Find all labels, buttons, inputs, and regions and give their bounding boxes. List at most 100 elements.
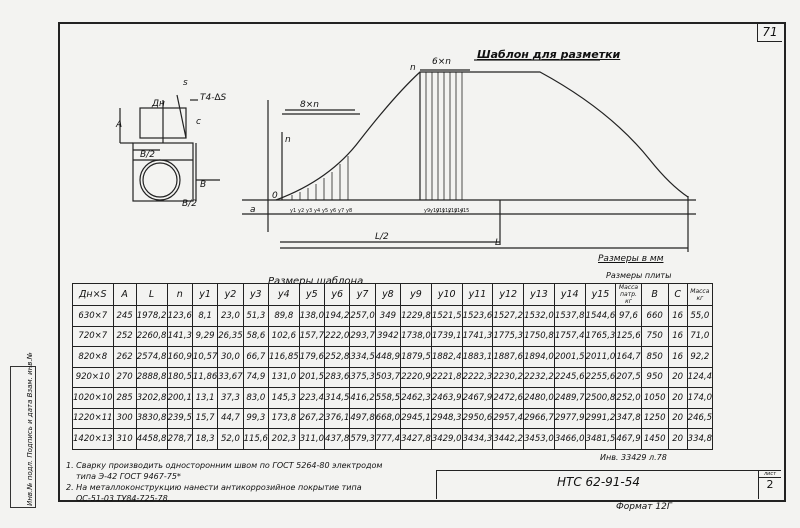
table-cell: 173,8 xyxy=(267,407,300,429)
table-cell: 416,2 xyxy=(349,387,376,409)
table-cell: 99,3 xyxy=(242,407,269,429)
label-c: c xyxy=(196,117,201,127)
table-cell: 1050 xyxy=(640,387,669,409)
column-header: y8 xyxy=(374,283,402,306)
format-label: Формат 12Г xyxy=(616,502,672,512)
table-cell: 750 xyxy=(640,325,669,347)
table-cell: 1738,0 xyxy=(400,325,432,347)
table-cell: 1882,4 xyxy=(430,346,463,368)
note-line: 2. На металлоконструкцию нанести антикор… xyxy=(66,483,362,492)
label-eight-n: 8×n xyxy=(300,100,319,110)
table-cell: 3429,0 xyxy=(430,428,463,450)
table-cell: 257,0 xyxy=(349,305,376,327)
label-a: A xyxy=(115,120,122,130)
table-cell: 97,6 xyxy=(615,305,642,327)
table-cell: 2574,8 xyxy=(135,346,168,368)
table-cell: 270 xyxy=(112,366,137,388)
column-header: n xyxy=(166,283,193,306)
table-cell: 71,0 xyxy=(686,325,714,347)
plate-title: Размеры плиты xyxy=(606,271,672,280)
table-cell: 125,6 xyxy=(615,325,642,347)
column-header: y11 xyxy=(461,283,494,306)
template-title: Шаблон для разметки xyxy=(477,48,621,61)
table-cell: 3202,8 xyxy=(135,387,168,409)
table-cell: 850 xyxy=(640,346,669,368)
table-cell: 131,0 xyxy=(267,366,300,388)
table-cell: 30,0 xyxy=(217,346,244,368)
y-label: y5 xyxy=(322,208,328,214)
table-cell: 3427,8 xyxy=(400,428,432,450)
table-cell: 777,4 xyxy=(374,428,402,450)
table-cell: 246,5 xyxy=(686,407,714,429)
table-cell: 245 xyxy=(112,305,137,327)
table-cell: 630×7 xyxy=(72,305,114,327)
table-cell: 300 xyxy=(112,407,137,429)
table-cell: 55,0 xyxy=(686,305,714,327)
table-cell: 285 xyxy=(112,387,137,409)
table-cell: 37,3 xyxy=(217,387,244,409)
table-cell: 174,0 xyxy=(686,387,714,409)
column-header: Масса патр. кг xyxy=(615,283,642,306)
table-cell: 283,6 xyxy=(324,366,351,388)
table-cell: 920×10 xyxy=(72,366,114,388)
table-cell: 20 xyxy=(667,407,688,429)
column-header: y4 xyxy=(267,283,300,306)
table-cell: 44,7 xyxy=(217,407,244,429)
table-cell: 2977,9 xyxy=(553,407,586,429)
table-cell: 202,3 xyxy=(267,428,300,450)
table-cell: 83,0 xyxy=(242,387,269,409)
column-header: y5 xyxy=(298,283,326,306)
table-cell: 660 xyxy=(640,305,669,327)
table-cell: 950 xyxy=(640,366,669,388)
y-label: y8 xyxy=(346,208,352,214)
table-cell: 157,7 xyxy=(298,325,326,347)
table-cell: 194,2 xyxy=(324,305,351,327)
table-cell: 207,5 xyxy=(615,366,642,388)
label-s: s xyxy=(183,78,188,88)
table-cell: 252,8 xyxy=(324,346,351,368)
table-cell: 720×7 xyxy=(72,325,114,347)
table-cell: 222,0 xyxy=(324,325,351,347)
table-cell: 9,29 xyxy=(191,325,219,347)
table-cell: 1887,6 xyxy=(492,346,525,368)
table-cell: 437,8 xyxy=(324,428,351,450)
table-cell: 1229,8 xyxy=(400,305,432,327)
table-cell: 1741,3 xyxy=(461,325,494,347)
label-l-half: L/2 xyxy=(375,232,389,242)
pipe-circle xyxy=(139,159,181,201)
table-cell: 334,8 xyxy=(686,428,714,450)
table-title: Размеры шаблона xyxy=(268,276,364,287)
column-header: Масса кг xyxy=(686,283,714,306)
page-number: 71 xyxy=(757,23,782,42)
doc-code: НТС 62-91-54 xyxy=(557,475,641,489)
table-cell: 1757,4 xyxy=(553,325,586,347)
table-cell: 1775,3 xyxy=(492,325,525,347)
label-n2: n xyxy=(410,63,416,73)
table-cell: 141,3 xyxy=(166,325,193,347)
y-label: y7 xyxy=(338,208,344,214)
table-cell: 4458,8 xyxy=(135,428,168,450)
table-cell: 102,6 xyxy=(267,325,300,347)
inventory-stamp: Инв. 33429 л.78 xyxy=(600,453,667,462)
table-cell: 1527,2 xyxy=(492,305,525,327)
table-cell: 58,6 xyxy=(242,325,269,347)
note-line: ОС-51-03 ТУ84-725-78. xyxy=(76,494,171,503)
table-cell: 33,67 xyxy=(217,366,244,388)
y-label: y15 xyxy=(460,208,469,214)
note-line: типа Э-42 ГОСТ 9467-75* xyxy=(76,472,181,481)
table-cell: 15,7 xyxy=(191,407,219,429)
table-cell: 160,9 xyxy=(166,346,193,368)
table-cell: 2230,2 xyxy=(492,366,525,388)
column-header: y1 xyxy=(191,283,219,306)
table-cell: 1739,1 xyxy=(430,325,463,347)
label-l: L xyxy=(495,238,500,248)
table-cell: 164,7 xyxy=(615,346,642,368)
column-header: Дн×S xyxy=(72,283,114,306)
table-cell: 201,5 xyxy=(298,366,326,388)
table-cell: 18,3 xyxy=(191,428,219,450)
table-cell: 278,7 xyxy=(166,428,193,450)
